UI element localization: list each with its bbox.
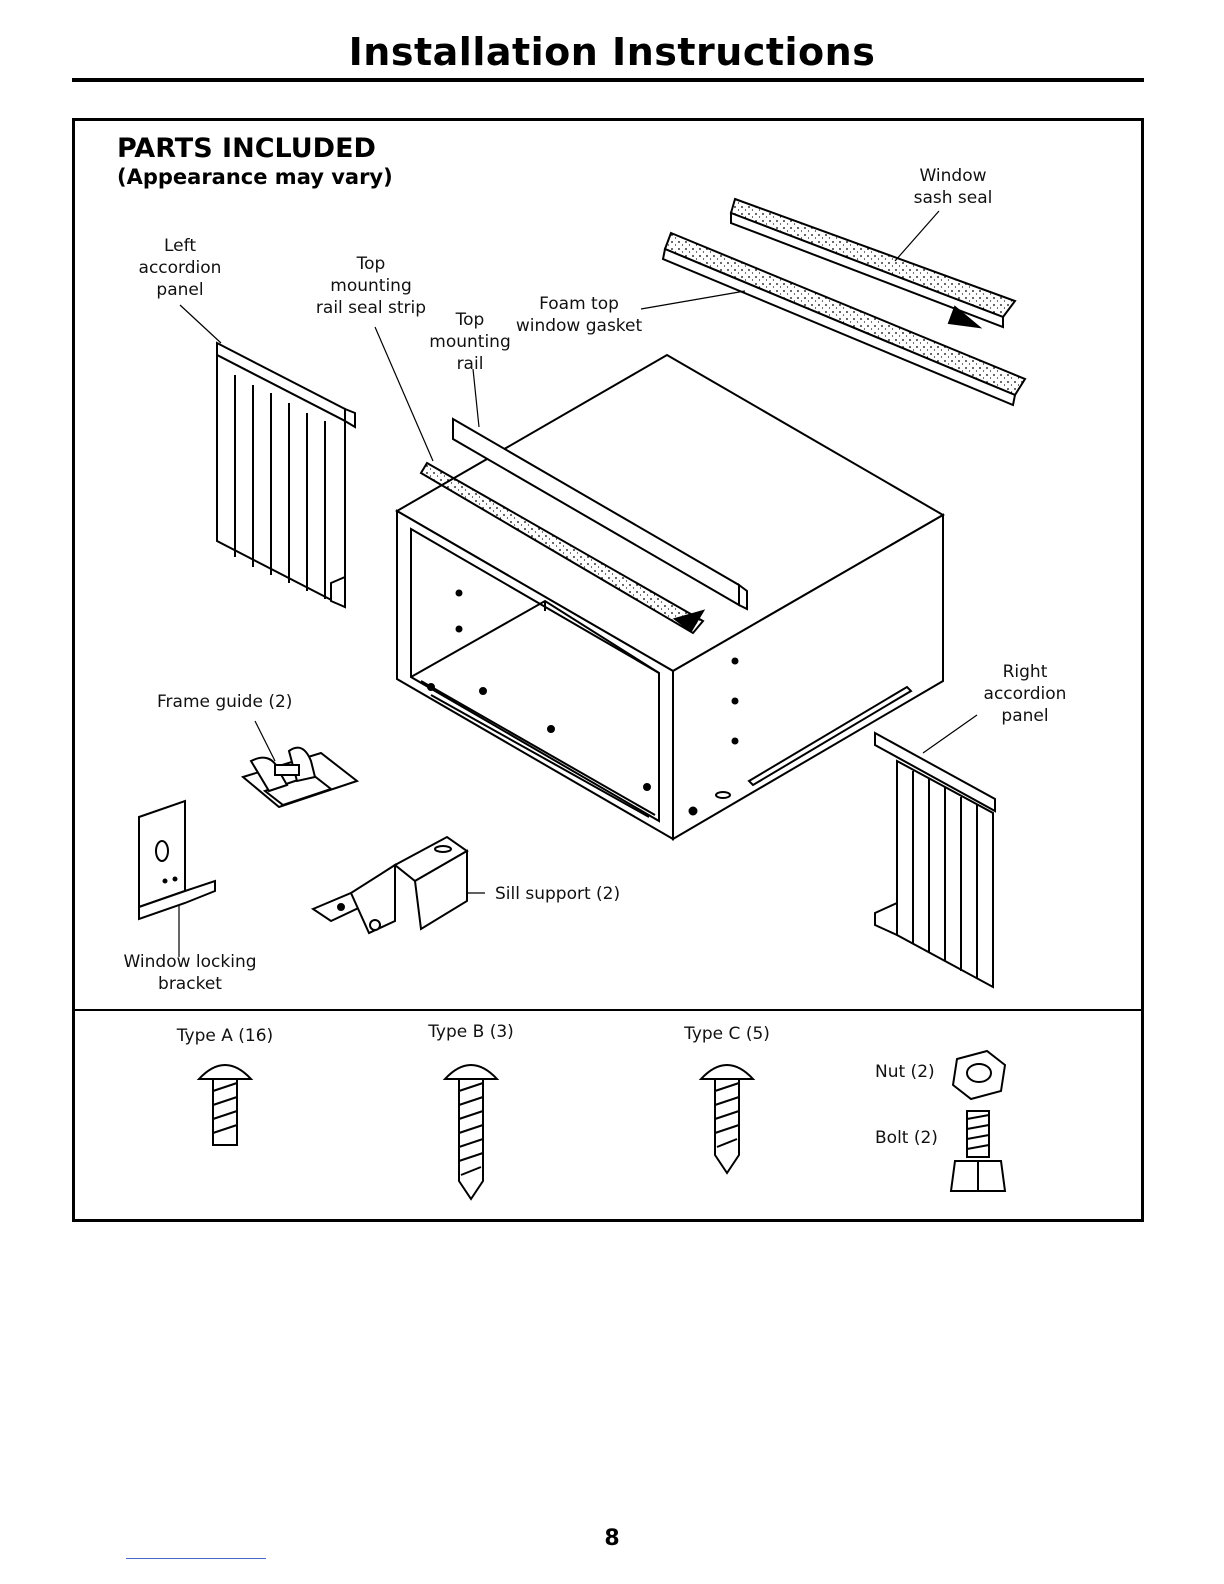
hardware-divider — [75, 1009, 1141, 1011]
label-type-a: Type A (16) — [176, 1026, 274, 1046]
label-frame-guide: Frame guide (2) — [157, 692, 293, 712]
bolt-icon — [949, 1110, 1007, 1192]
screw-type-c-icon — [698, 1064, 756, 1175]
parts-heading: PARTS INCLUDED — [117, 133, 376, 164]
label-top-mounting-rail-seal-strip: Top mounting rail seal strip — [315, 254, 427, 318]
window-locking-bracket-part — [138, 799, 216, 921]
label-foam-top-window-gasket: Foam top window gasket — [515, 294, 643, 336]
sill-support-part — [310, 835, 469, 935]
label-bolt: Bolt (2) — [875, 1128, 938, 1148]
footer-rule — [126, 1558, 266, 1559]
right-accordion-panel-part — [874, 731, 996, 989]
label-right-accordion-panel: Right accordion panel — [983, 662, 1067, 726]
nut-icon — [951, 1049, 1007, 1101]
top-mounting-rail-seal-strip-part — [419, 461, 706, 635]
label-type-c: Type C (5) — [684, 1024, 770, 1044]
label-left-accordion-panel: Left accordion panel — [138, 236, 222, 300]
screw-type-a-icon — [196, 1064, 254, 1146]
page-title: Installation Instructions — [348, 30, 876, 74]
label-window-sash-seal: Window sash seal — [913, 166, 993, 208]
top-mounting-rail-part — [452, 417, 748, 611]
parts-subheading: (Appearance may vary) — [117, 165, 393, 189]
screw-type-b-icon — [442, 1064, 500, 1201]
parts-illustration — [138, 197, 1027, 1201]
label-type-b: Type B (3) — [428, 1022, 514, 1042]
page-number: 8 — [604, 1526, 620, 1551]
window-sash-seal-part — [729, 197, 1017, 329]
left-accordion-panel-part — [216, 341, 356, 609]
window-case-cabinet — [395, 353, 945, 841]
label-window-locking-bracket: Window locking bracket — [123, 952, 257, 994]
label-top-mounting-rail: Top mounting rail — [429, 310, 511, 374]
frame-guide-part — [240, 746, 360, 809]
title-rule — [72, 78, 1144, 82]
foam-top-window-gasket-part — [661, 231, 1027, 407]
label-sill-support: Sill support (2) — [495, 884, 621, 904]
parts-frame: PARTS INCLUDED (Appearance may vary) Win… — [72, 118, 1144, 1222]
label-nut: Nut (2) — [875, 1062, 935, 1082]
